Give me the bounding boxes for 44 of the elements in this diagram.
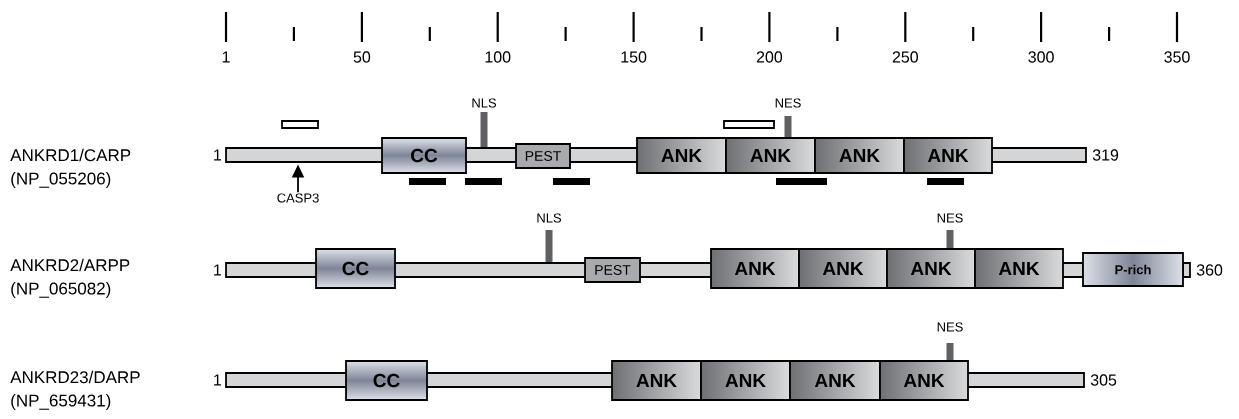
repeat-box: ANK [611,360,702,401]
domain-box: P-rich [1082,252,1184,287]
residue-number: 319 [1092,149,1119,161]
site-label: NES [937,213,963,223]
protein-name: ANKRD1/CARP [10,148,131,162]
repeat-box: ANK [886,248,976,289]
cleavage-site-label: CASP3 [277,193,319,203]
residue-number: 1 [214,149,221,161]
protein-name: (NP_055206) [11,172,111,188]
residue-number: 1 [214,374,221,386]
site-label: NLS [472,98,497,108]
repeat-box: ANK [700,360,791,401]
repeat-box: ANK [798,248,888,289]
residue-number: 305 [1090,374,1117,386]
scale-label: 200 [756,51,783,63]
protein-name: ANKRD23/DARP [10,370,140,384]
scale-label: 300 [1028,51,1054,63]
site-label: NES [937,322,963,332]
residue-number: 360 [1196,264,1223,276]
repeat-box: ANK [636,137,727,174]
domain-box: PEST [584,257,641,283]
domain-box: CC [345,360,428,401]
scale-label: 50 [353,51,371,63]
scale-label: 350 [1164,51,1190,63]
repeat-box: ANK [879,360,969,401]
domain-box: CC [315,248,396,289]
scale-label: 100 [485,51,511,63]
repeat-box: ANK [710,248,800,289]
repeat-box: ANK [814,137,905,174]
repeat-box: ANK [725,137,816,174]
repeat-box: ANK [903,137,993,174]
residue-number: 1 [214,264,221,276]
site-label: NLS [537,213,562,223]
scale-label: 250 [892,51,918,63]
scale-label: 150 [621,51,647,63]
repeat-box: ANK [789,360,881,401]
protein-name: ANKRD2/ARPP [10,258,130,272]
repeat-box: ANK [974,248,1064,289]
domain-box: CC [381,137,467,174]
domain-box: PEST [515,143,571,169]
scale-label: 1 [222,51,230,63]
protein-name: (NP_659431) [11,394,111,410]
site-label: NES [775,98,801,108]
protein-name: (NP_065082) [11,282,111,298]
